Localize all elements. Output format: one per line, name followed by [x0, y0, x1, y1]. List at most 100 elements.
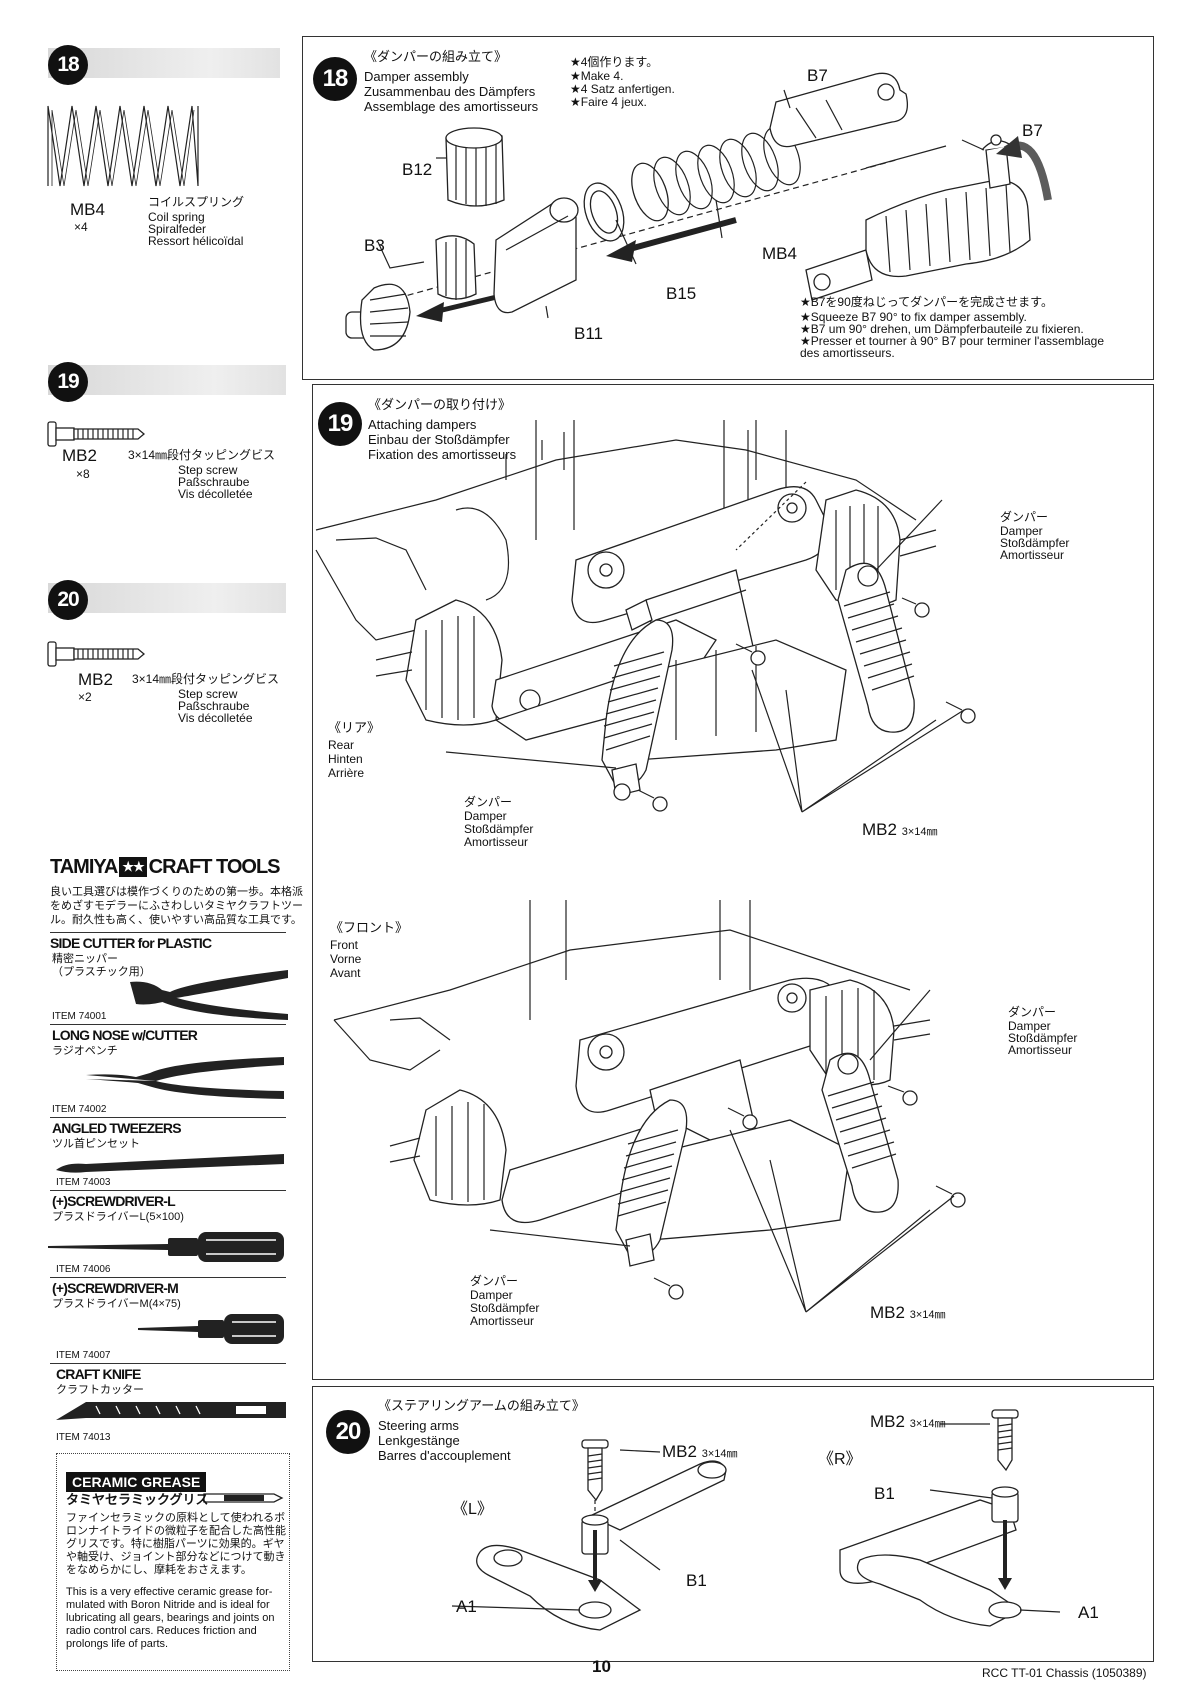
long-nose-pliers-icon	[86, 1057, 284, 1099]
damper-label-jp: ダンパー	[1000, 510, 1049, 524]
damper-label-fr: Amortisseur	[1000, 548, 1065, 562]
step-footnote: ★Squeeze B7 90° to fix damper assembly.	[800, 310, 1027, 324]
step-title-fr: Fixation des amortisseurs	[368, 447, 517, 462]
divider	[50, 1363, 286, 1364]
grease-jp-body: や軸受け、ジョイント部分などにつけて動き	[66, 1551, 286, 1563]
tool-item-number: ITEM 74006	[56, 1264, 111, 1275]
tool-title: LONG NOSE w/CUTTER	[52, 1027, 198, 1043]
damper-label-fr: Amortisseur	[464, 835, 529, 849]
damper-rear-left	[601, 599, 674, 801]
craft-tools-intro: 良い工具選びは模作づくりのための第一歩。本格派	[50, 886, 303, 898]
damper-label-en: Damper	[1000, 524, 1043, 538]
step-number-badge: 18	[313, 57, 357, 101]
damper-label-de: Stoßdämpfer	[464, 822, 534, 836]
page-number: 10	[592, 1657, 611, 1676]
front-label-jp: 《フロント》	[330, 920, 409, 935]
tool-item-number: ITEM 74002	[52, 1104, 107, 1115]
ceramic-grease-box	[56, 1453, 290, 1671]
part-name-en: Step screw	[178, 463, 238, 477]
craft-knife-icon	[56, 1402, 286, 1420]
step-footnote: des amortisseurs.	[800, 346, 895, 360]
grease-en-body: prolongs life of parts.	[66, 1638, 169, 1650]
ceramic-grease-logo: CERAMIC GREASE	[66, 1472, 207, 1492]
part-label-b1: B1	[874, 1484, 895, 1503]
side-label-left: 《L》	[452, 1501, 493, 1518]
rear-label-fr: Arrière	[328, 766, 365, 780]
damper-label-fr: Amortisseur	[470, 1314, 535, 1328]
craft-tools-intro: をめざすモデラーにふさわしいタミヤクラフトツー	[50, 900, 303, 912]
step-title-jp: 《ダンパーの組み立て》	[364, 49, 508, 64]
part-qty: ×2	[78, 690, 92, 704]
front-label-fr: Avant	[330, 966, 361, 980]
step-note: ★4個作ります。	[570, 55, 659, 69]
damper-label-de: Stoßdämpfer	[1000, 536, 1070, 550]
part-code: MB2	[78, 670, 113, 689]
tool-title: ANGLED TWEEZERS	[52, 1120, 182, 1136]
part-code: MB2	[62, 446, 97, 465]
tool-item-number: ITEM 74007	[56, 1350, 111, 1361]
part-name-de: Paßschraube	[178, 699, 250, 713]
steering-arms-diagram	[451, 1409, 1061, 1631]
part-name-fr: Vis décolletée	[178, 711, 253, 725]
part-label-b7: B7	[1022, 121, 1043, 140]
tool-item-number: ITEM 74003	[56, 1177, 111, 1188]
steering-arm-left	[451, 1439, 727, 1631]
damper-front-right	[821, 1052, 899, 1213]
part-name-de: Spiralfeder	[148, 222, 207, 236]
part-label-b11: B11	[574, 324, 603, 343]
divider	[50, 1024, 286, 1025]
step-number-badge: 18	[48, 45, 88, 85]
grease-en-body: radio control cars. Reduces friction and	[66, 1625, 257, 1637]
grease-jp-body: グリスです。特に樹脂パーツに効果的。ギヤ	[66, 1538, 285, 1550]
tool-jp: クラフトカッター	[56, 1384, 144, 1396]
rear-label-en: Rear	[328, 738, 355, 752]
part-label-b12: B12	[402, 160, 433, 179]
part-name-jp: コイルスプリング	[148, 195, 245, 209]
step-title-fr: Barres d'accouplement	[378, 1448, 511, 1463]
step-title-en: Damper assembly	[364, 69, 469, 84]
step-note: ★Faire 4 jeux.	[570, 95, 647, 109]
front-label-de: Vorne	[330, 952, 362, 966]
step-note: ★Make 4.	[570, 69, 624, 83]
divider	[50, 1277, 286, 1278]
tool-item-number: ITEM 74013	[56, 1432, 111, 1443]
grease-tube-icon	[203, 1493, 284, 1503]
step-number-badge: 19	[48, 362, 88, 402]
side-label-right: 《R》	[818, 1451, 862, 1468]
document-id: RCC TT-01 Chassis (1050389)	[982, 1666, 1147, 1680]
part-name-en: Step screw	[178, 687, 238, 701]
part-size: 3×14㎜段付タッピングビス	[132, 672, 280, 686]
screw-label-mb2: MB2 3×14㎜	[862, 820, 938, 839]
damper-label-en: Damper	[1008, 1019, 1051, 1033]
screw-label-mb2: MB2 3×14㎜	[870, 1412, 946, 1431]
divider	[50, 1190, 286, 1191]
damper-front-left	[615, 1099, 688, 1267]
part-label-b7: B7	[807, 66, 828, 85]
part-qty: ×8	[76, 467, 90, 481]
grease-en-body: mulated with Boron Nitride and is ideal …	[66, 1599, 270, 1611]
rear-label-de: Hinten	[328, 752, 363, 766]
step-title-de: Zusammenbau des Dämpfers	[364, 84, 536, 99]
tool-jp: 精密ニッパー	[52, 953, 118, 965]
tool-title: (+)SCREWDRIVER-M	[52, 1280, 179, 1296]
tool-jp: ラジオペンチ	[52, 1045, 118, 1057]
damper-label-en: Damper	[470, 1288, 513, 1302]
grease-en-body: lubricating all gears, bearings and join…	[66, 1612, 275, 1624]
rear-label-jp: 《リア》	[328, 720, 381, 735]
front-damper-mounting-diagram	[333, 900, 966, 1313]
part-label-b1: B1	[686, 1571, 707, 1590]
tool-title: SIDE CUTTER for PLASTIC	[50, 935, 212, 951]
tool-title: (+)SCREWDRIVER-L	[52, 1193, 176, 1209]
step-title-en: Steering arms	[378, 1418, 459, 1433]
damper-label-jp: ダンパー	[464, 795, 513, 809]
tool-jp: （プラスチック用）	[52, 966, 151, 978]
screw-label-mb2: MB2 3×14㎜	[662, 1442, 738, 1461]
step-footnote: ★B7を90度ねじってダンパーを完成させます。	[800, 295, 1053, 309]
grease-jp-body: ロンナイトライドの微粒子を配合した高性能	[66, 1525, 286, 1537]
front-label-en: Front	[330, 938, 359, 952]
damper-rear-right	[837, 562, 915, 733]
tool-jp: プラスドライバーM(4×75)	[52, 1298, 181, 1310]
craft-tools-brand: TAMIYA★★CRAFT TOOLS	[50, 856, 281, 878]
part-name-de: Paßschraube	[178, 475, 250, 489]
part-size: 3×14㎜段付タッピングビス	[128, 448, 276, 462]
